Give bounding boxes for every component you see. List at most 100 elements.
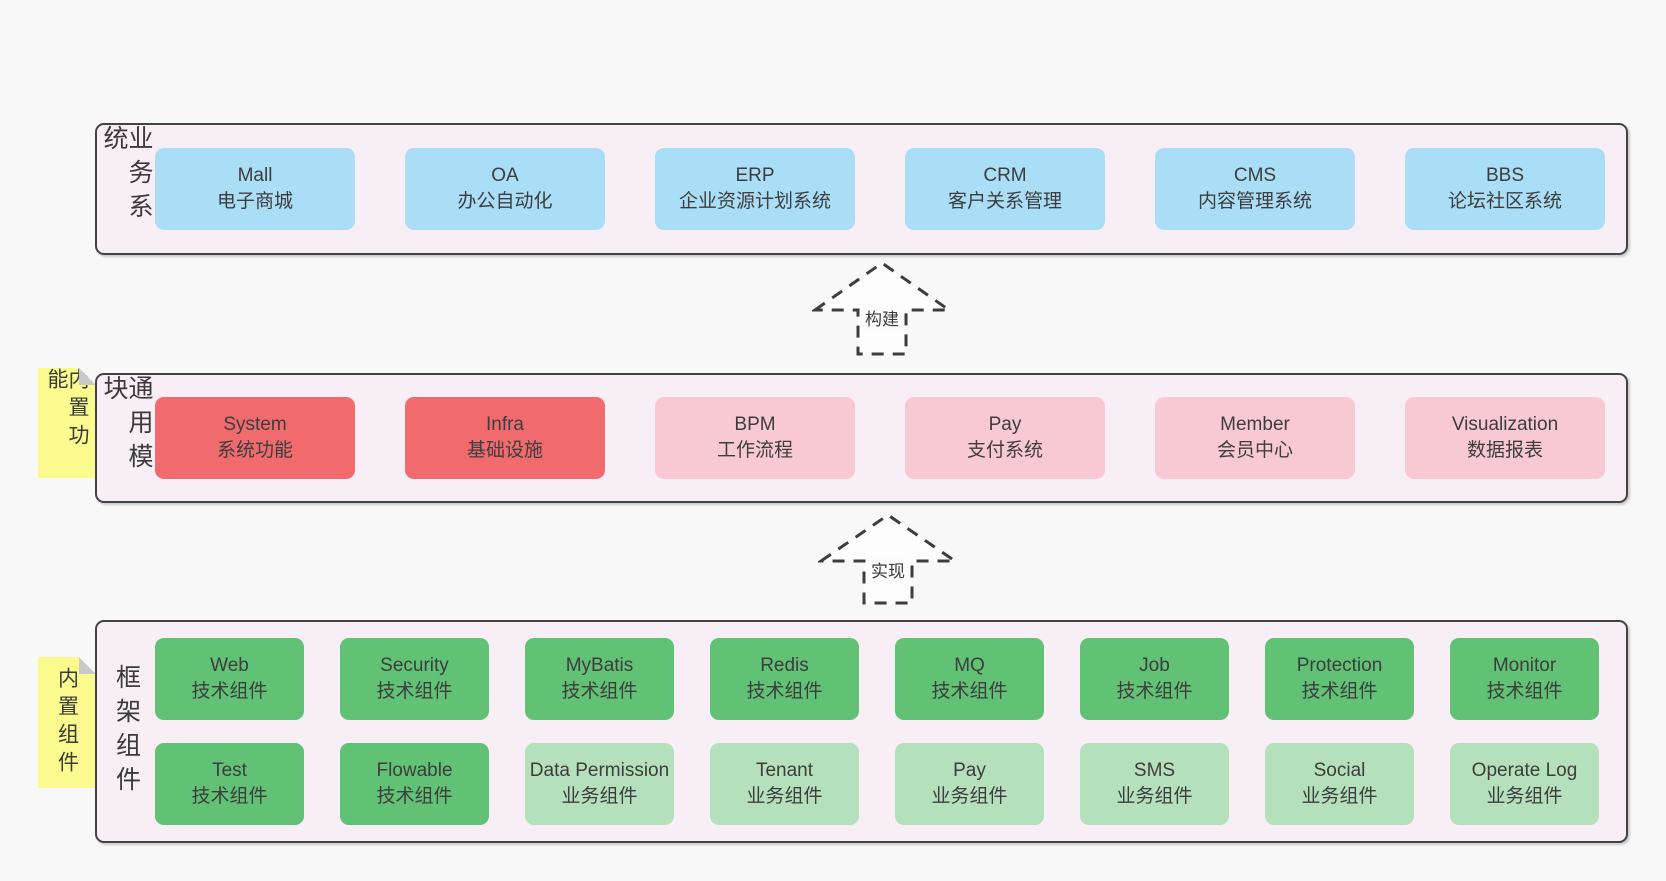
box-system: System 系统功能: [155, 397, 355, 479]
box-flowable: Flowable 技术组件: [340, 743, 489, 825]
business-systems-grid: Mall 电子商城 OA 办公自动化 ERP 企业资源计划系统 CRM 客户关系…: [155, 125, 1626, 253]
box-mq: MQ 技术组件: [895, 638, 1044, 720]
band-framework-components: 框架组件 Web 技术组件 Security 技术组件 MyBatis 技术组件…: [95, 620, 1628, 843]
box-protection: Protection 技术组件: [1265, 638, 1414, 720]
box-title: Job: [1139, 655, 1170, 676]
box-title: BPM: [734, 414, 776, 435]
box-subtitle: 业务组件: [1301, 786, 1378, 807]
box-title: Protection: [1296, 655, 1383, 676]
folded-corner: [79, 368, 96, 385]
box-bbs: BBS 论坛社区系统: [1405, 148, 1605, 230]
box-subtitle: 系统功能: [216, 440, 293, 461]
box-subtitle: 技术组件: [1116, 681, 1193, 702]
box-title: MQ: [954, 655, 985, 676]
box-title: Operate Log: [1471, 760, 1578, 781]
box-social: Social 业务组件: [1265, 743, 1414, 825]
box-subtitle: 电子商城: [216, 191, 293, 212]
box-subtitle: 业务组件: [746, 786, 823, 807]
common-modules-grid: System 系统功能 Infra 基础设施 BPM 工作流程 Pay 支付系统…: [155, 375, 1626, 501]
sticky-note-label: 内置组件: [55, 666, 79, 779]
box-title: Pay: [953, 760, 986, 781]
box-subtitle: 论坛社区系统: [1447, 191, 1562, 212]
box-title: CMS: [1233, 165, 1277, 186]
box-subtitle: 业务组件: [1486, 786, 1563, 807]
box-title: Pay: [988, 414, 1022, 435]
box-subtitle: 技术组件: [746, 681, 823, 702]
box-title: Monitor: [1492, 655, 1557, 676]
box-title: Social: [1313, 760, 1366, 781]
box-subtitle: 业务组件: [931, 786, 1008, 807]
box-subtitle: 数据报表: [1466, 440, 1543, 461]
box-title: MyBatis: [565, 655, 634, 676]
box-subtitle: 业务组件: [561, 786, 638, 807]
box-title: Mall: [237, 165, 273, 186]
folded-corner: [79, 657, 96, 674]
box-oa: OA 办公自动化: [405, 148, 605, 230]
box-title: CRM: [983, 165, 1027, 186]
box-subtitle: 工作流程: [716, 440, 793, 461]
box-mall: Mall 电子商城: [155, 148, 355, 230]
box-member: Member 会员中心: [1155, 397, 1355, 479]
box-subtitle: 业务组件: [1116, 786, 1193, 807]
box-title: ERP: [735, 165, 775, 186]
box-pay-business: Pay 业务组件: [895, 743, 1044, 825]
box-job: Job 技术组件: [1080, 638, 1229, 720]
sticky-note-built-in-features: 内置功能: [38, 368, 96, 478]
band-label-container: 通用模块: [97, 375, 155, 501]
sticky-note-label: 内置功能: [45, 368, 89, 452]
box-title: Flowable: [376, 760, 453, 781]
box-pay: Pay 支付系统: [905, 397, 1105, 479]
box-title: Data Permission: [529, 760, 670, 781]
box-data-permission: Data Permission 业务组件: [525, 743, 674, 825]
box-security: Security 技术组件: [340, 638, 489, 720]
box-subtitle: 会员中心: [1216, 440, 1293, 461]
box-subtitle: 技术组件: [1301, 681, 1378, 702]
box-subtitle: 基础设施: [466, 440, 543, 461]
box-subtitle: 技术组件: [1486, 681, 1563, 702]
band-common-modules: 通用模块 System 系统功能 Infra 基础设施 BPM 工作流程 Pay…: [95, 373, 1628, 503]
box-mybatis: MyBatis 技术组件: [525, 638, 674, 720]
box-test: Test 技术组件: [155, 743, 304, 825]
box-crm: CRM 客户关系管理: [905, 148, 1105, 230]
box-tenant: Tenant 业务组件: [710, 743, 859, 825]
box-cms: CMS 内容管理系统: [1155, 148, 1355, 230]
box-title: SMS: [1133, 760, 1176, 781]
up-arrow-implement: 实现: [818, 512, 958, 606]
box-title: Visualization: [1451, 414, 1559, 435]
band-title: 业务系统: [100, 125, 153, 227]
sticky-note-built-in-components: 内置组件: [38, 657, 96, 788]
box-subtitle: 技术组件: [931, 681, 1008, 702]
framework-components-grid: Web 技术组件 Security 技术组件 MyBatis 技术组件 Redi…: [155, 622, 1626, 841]
box-web: Web 技术组件: [155, 638, 304, 720]
framework-row-2: Test 技术组件 Flowable 技术组件 Data Permission …: [155, 743, 1610, 825]
box-erp: ERP 企业资源计划系统: [655, 148, 855, 230]
box-title: Web: [210, 655, 249, 676]
box-title: Tenant: [755, 760, 814, 781]
box-title: OA: [491, 165, 519, 186]
box-subtitle: 技术组件: [376, 786, 453, 807]
arrow-label: 构建: [860, 304, 904, 331]
band-label-container: 框架组件: [97, 622, 155, 841]
box-title: Redis: [760, 655, 809, 676]
box-visualization: Visualization 数据报表: [1405, 397, 1605, 479]
box-title: BBS: [1485, 165, 1525, 186]
band-business-systems: 业务系统 Mall 电子商城 OA 办公自动化 ERP 企业资源计划系统 CRM…: [95, 123, 1628, 255]
box-subtitle: 技术组件: [191, 681, 268, 702]
box-bpm: BPM 工作流程: [655, 397, 855, 479]
box-redis: Redis 技术组件: [710, 638, 859, 720]
box-subtitle: 客户关系管理: [947, 191, 1062, 212]
box-infra: Infra 基础设施: [405, 397, 605, 479]
framework-row-1: Web 技术组件 Security 技术组件 MyBatis 技术组件 Redi…: [155, 638, 1610, 720]
band-title: 通用模块: [100, 375, 153, 477]
box-subtitle: 内容管理系统: [1197, 191, 1312, 212]
box-monitor: Monitor 技术组件: [1450, 638, 1599, 720]
box-subtitle: 企业资源计划系统: [678, 191, 831, 212]
arrow-label: 实现: [866, 556, 910, 583]
box-title: Security: [380, 655, 449, 676]
band-label-container: 业务系统: [97, 125, 155, 253]
band-title: 框架组件: [112, 663, 141, 800]
box-subtitle: 技术组件: [376, 681, 453, 702]
box-operate-log: Operate Log 业务组件: [1450, 743, 1599, 825]
box-subtitle: 技术组件: [191, 786, 268, 807]
